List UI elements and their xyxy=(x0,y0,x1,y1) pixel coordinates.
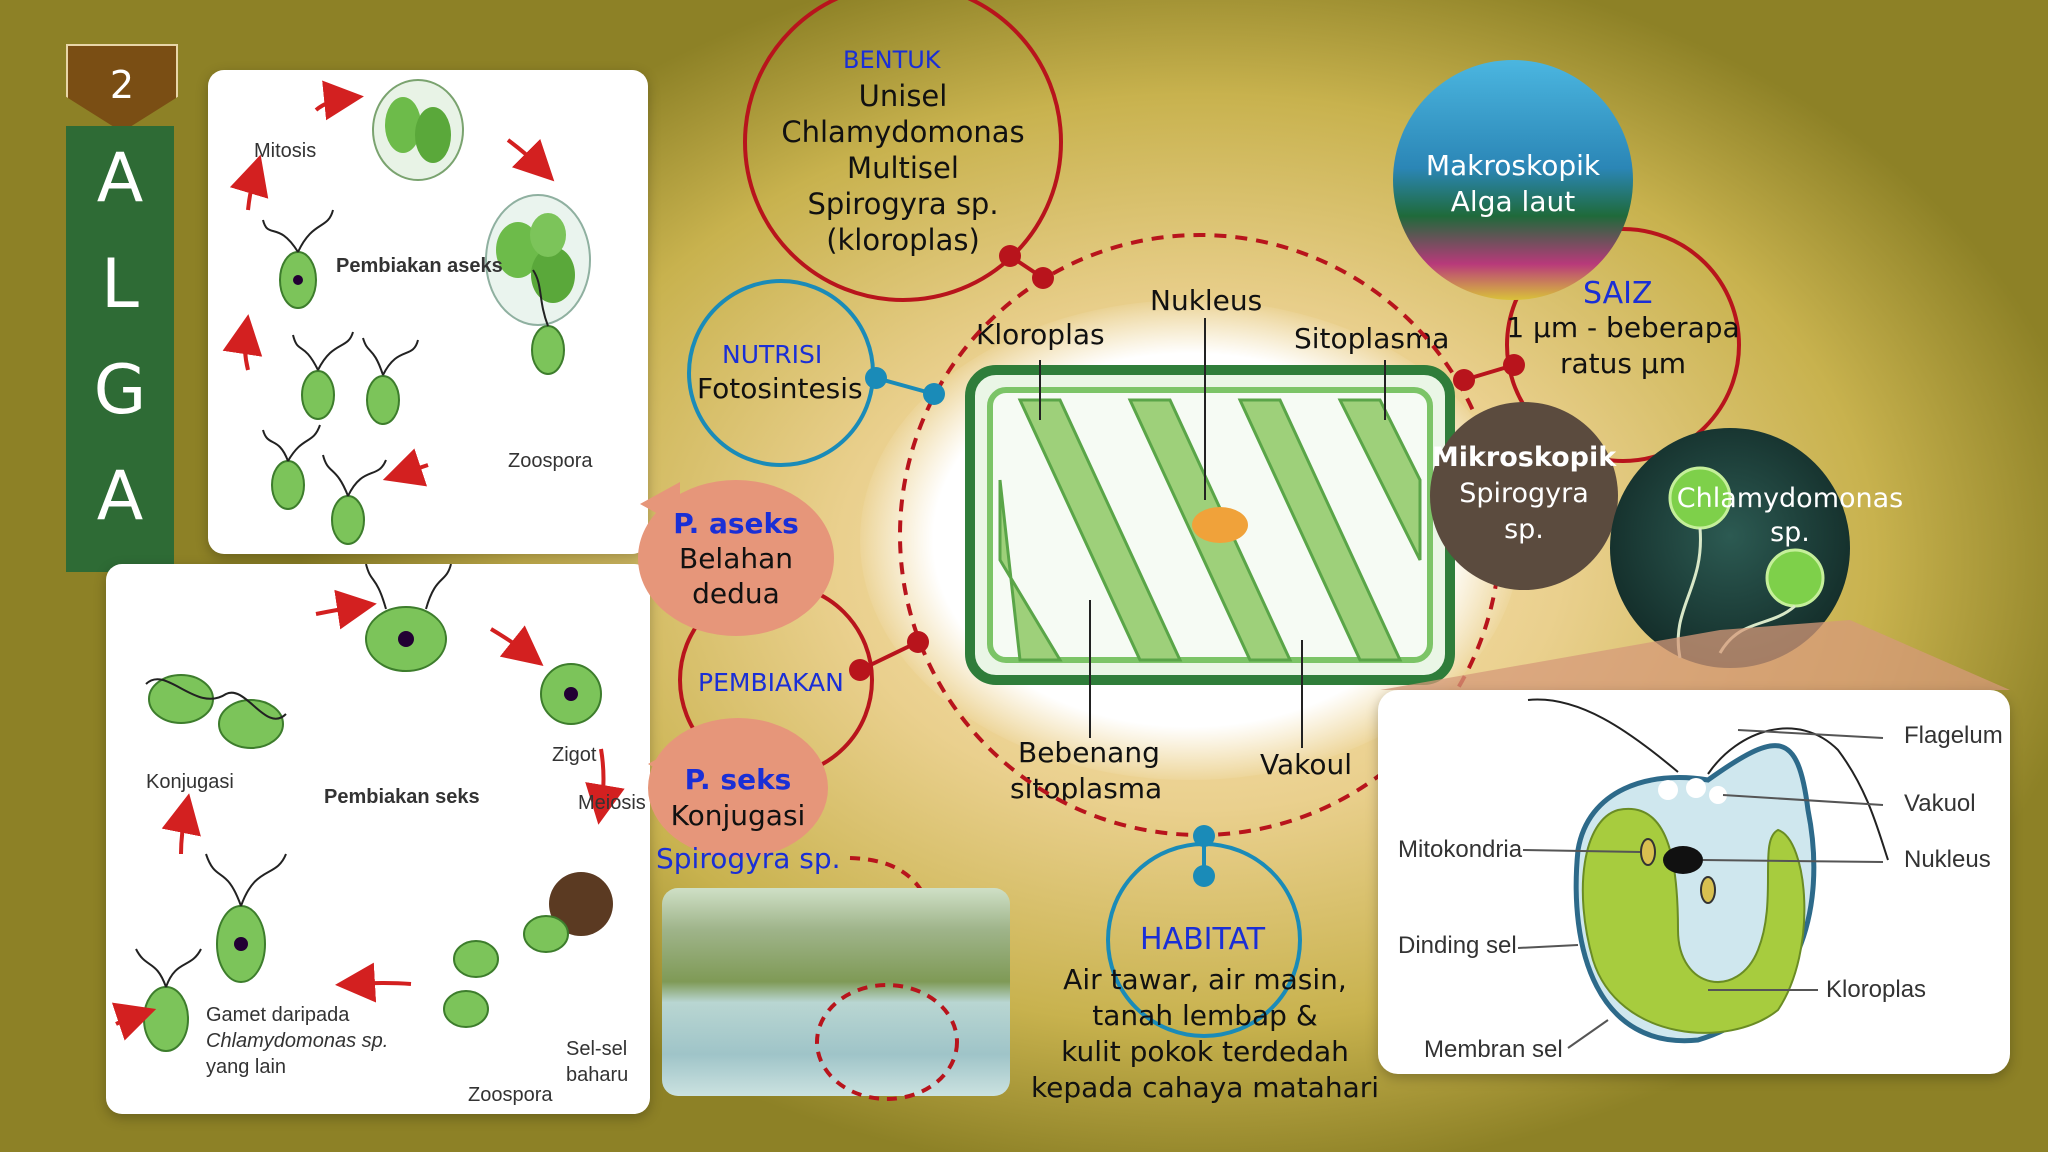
chlamy-photo-line: sp. xyxy=(1770,517,1810,548)
title-letter: A xyxy=(96,457,144,536)
konjugasi-label: Konjugasi xyxy=(146,771,234,793)
nutrisi-heading: NUTRISI xyxy=(722,340,823,369)
makroskopik-text: Makroskopik Alga laut xyxy=(1393,148,1633,220)
makroskopik-line: Alga laut xyxy=(1450,185,1576,218)
aseks-heading: P. aseks xyxy=(673,507,799,540)
saiz-line: ratus µm xyxy=(1560,347,1686,380)
nutrisi-text: Fotosintesis xyxy=(697,372,863,405)
selsel-label-2: baharu xyxy=(566,1064,629,1086)
bebenang-label-2: sitoplasma xyxy=(1010,772,1163,805)
zigot-label: Zigot xyxy=(552,744,597,766)
vakuol-label: Vakuol xyxy=(1904,790,1976,817)
mikroskopik-bubble xyxy=(1430,402,1618,590)
side-title-bar: A L G A xyxy=(66,126,174,572)
sitoplasma-label: Sitoplasma xyxy=(1294,322,1450,355)
nukleus-label: Nukleus xyxy=(1904,846,1991,873)
gamet-label-2: Chlamydomonas sp. xyxy=(206,1030,389,1052)
aseks-line: dedua xyxy=(692,577,780,610)
seks-text: P. seks Konjugasi xyxy=(648,762,828,834)
seks-heading: P. seks xyxy=(684,763,792,796)
flagelum-label: Flagelum xyxy=(1904,722,2003,749)
vakoul-label: Vakoul xyxy=(1260,748,1353,781)
seks-line: Konjugasi xyxy=(670,799,806,832)
bentuk-heading: BENTUK xyxy=(843,46,941,74)
mitokondria-label: Mitokondria xyxy=(1398,836,1523,863)
makroskopik-line: Makroskopik xyxy=(1425,149,1601,182)
zoospora-label: Zoospora xyxy=(508,450,593,472)
asexual-title: Pembiakan aseks xyxy=(336,255,503,277)
saiz-lines: 1 µm - beberapa ratus µm xyxy=(1503,310,1743,382)
mikroskopik-line: sp. xyxy=(1504,514,1544,545)
bentuk-line: Multisel xyxy=(847,151,959,185)
selsel-label-1: Sel-sel xyxy=(566,1038,628,1060)
habitat-line: kepada cahaya matahari xyxy=(1030,1071,1380,1104)
title-letter: G xyxy=(93,351,147,430)
gamet-label-3: yang lain xyxy=(206,1056,287,1078)
chlamy-photo-line: Chlamydomonas xyxy=(1676,483,1904,514)
sexual-cycle-illustration xyxy=(111,564,625,1052)
membran-sel-label: Membran sel xyxy=(1424,1036,1563,1063)
kloroplas-label: Kloroplas xyxy=(1826,976,1927,1003)
title-letter: L xyxy=(101,245,139,324)
aseks-text: P. aseks Belahan dedua xyxy=(638,506,834,611)
habitat-line: Air tawar, air masin, xyxy=(1063,963,1347,996)
seaweed-photo xyxy=(1393,60,1633,300)
habitat-lines: Air tawar, air masin, tanah lembap & kul… xyxy=(1005,962,1405,1106)
asexual-reproduction-card: Mitosis Pembiakan aseks Zoospora xyxy=(208,70,648,554)
saiz-heading: SAIZ xyxy=(1583,276,1653,311)
kloroplas-label: Kloroplas xyxy=(976,318,1105,351)
mikroskopik-title: Mikroskopik xyxy=(1431,442,1617,473)
bentuk-line: Chlamydomonas xyxy=(781,115,1025,149)
asexual-cycle-illustration xyxy=(222,79,591,545)
title-letter: A xyxy=(96,139,144,218)
pembiakan-heading: PEMBIAKAN xyxy=(698,668,844,697)
mitosis-label: Mitosis xyxy=(254,140,317,162)
seks-bubble xyxy=(648,718,828,858)
bebenang-label-1: Bebenang xyxy=(1018,736,1160,769)
saiz-line: 1 µm - beberapa xyxy=(1506,311,1740,344)
seks-bubble-tail xyxy=(648,742,688,786)
sexual-title: Pembiakan seks xyxy=(324,786,480,808)
chlamydomonas-photo-text: Chlamydomonas sp. xyxy=(1640,482,1940,550)
aseks-line: Belahan xyxy=(678,542,794,575)
bentuk-line: (kloroplas) xyxy=(826,223,980,257)
bentuk-line: Unisel xyxy=(858,79,948,113)
chlamydomonas-diagram xyxy=(1517,698,1889,1049)
dinding-sel-label: Dinding sel xyxy=(1398,932,1517,959)
mikroskopik-line: Spirogyra xyxy=(1459,478,1589,509)
bentuk-lines: Unisel Chlamydomonas Multisel Spirogyra … xyxy=(763,78,1043,258)
bentuk-line: Spirogyra sp. xyxy=(807,187,999,221)
sexual-reproduction-card: Konjugasi Pembiakan seks Zigot Meiosis G… xyxy=(106,564,650,1114)
gamet-label-1: Gamet daripada xyxy=(206,1004,350,1026)
spirogyra-label: Spirogyra sp. xyxy=(656,842,841,875)
mikroskopik-text: Mikroskopik Spirogyra sp. xyxy=(1430,440,1618,548)
habitat-line: tanah lembap & xyxy=(1092,999,1318,1032)
chlamydomonas-diagram-card: Flagelum Vakuol Nukleus Mitokondria Dind… xyxy=(1378,690,2010,1074)
conjugation-highlight xyxy=(815,983,959,1101)
habitat-line: kulit pokok terdedah xyxy=(1061,1035,1349,1068)
nukleus-label: Nukleus xyxy=(1150,284,1263,317)
meiosis-label: Meiosis xyxy=(578,792,646,814)
habitat-heading: HABITAT xyxy=(1140,922,1266,957)
zoospora-label: Zoospora xyxy=(468,1084,553,1106)
aseks-bubble-tail xyxy=(640,482,680,526)
